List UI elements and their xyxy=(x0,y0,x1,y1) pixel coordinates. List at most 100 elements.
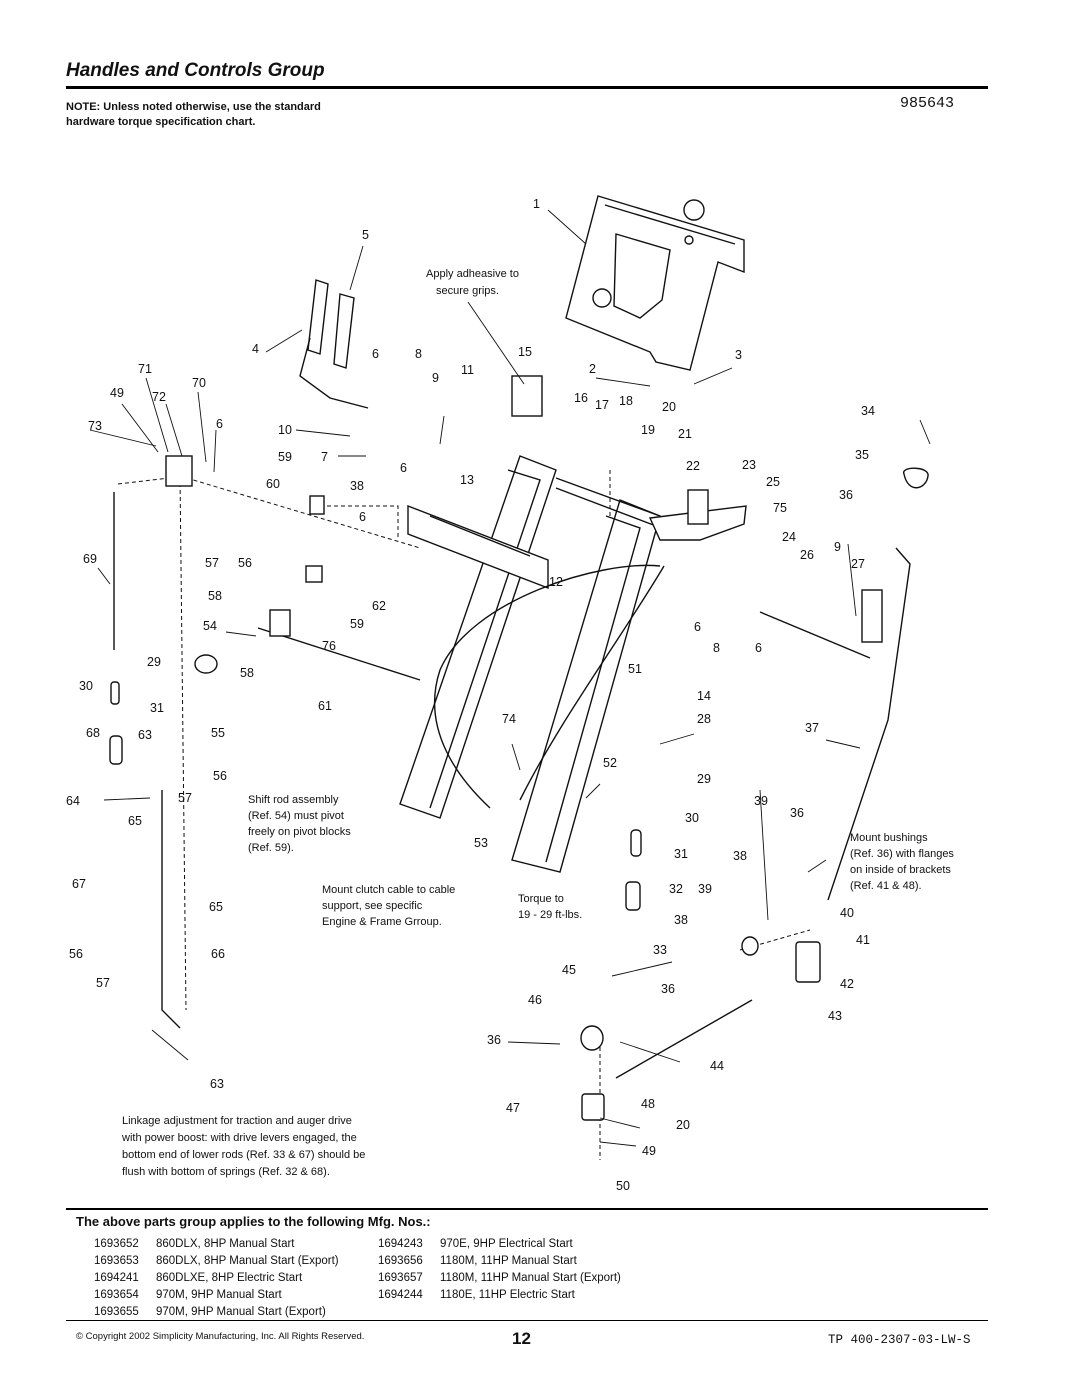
callout-14: 14 xyxy=(697,689,711,703)
spring-30-right xyxy=(630,829,642,857)
callout-23: 23 xyxy=(742,458,756,472)
callout-59-a: 59 xyxy=(278,450,292,464)
callout-24: 24 xyxy=(782,530,796,544)
callout-69: 69 xyxy=(83,552,97,566)
shift-rod-note-4: (Ref. 59). xyxy=(248,842,294,854)
pivot-block-59 xyxy=(305,565,323,583)
callout-6-f: 6 xyxy=(755,641,762,655)
callout-38-a: 38 xyxy=(733,849,747,863)
callout-41: 41 xyxy=(856,933,870,947)
callout-36-d: 36 xyxy=(487,1033,501,1047)
callout-27: 27 xyxy=(851,557,865,571)
bushings-note-4: (Ref. 41 & 48). xyxy=(850,880,922,892)
bushings-note-1: Mount bushings xyxy=(850,832,928,844)
callout-22: 22 xyxy=(686,459,700,473)
callout-9-b: 9 xyxy=(834,540,841,554)
callout-28: 28 xyxy=(697,712,711,726)
callout-61: 61 xyxy=(318,699,332,713)
copyright: © Copyright 2002 Simplicity Manufacturin… xyxy=(76,1331,365,1342)
shift-knob xyxy=(194,654,218,674)
linkage-note-4: flush with bottom of springs (Ref. 32 & … xyxy=(122,1166,330,1178)
bracket-27 xyxy=(861,589,883,643)
adhesive-note-2: secure grips. xyxy=(436,285,499,297)
callout-58-b: 58 xyxy=(240,666,254,680)
callout-13: 13 xyxy=(460,473,474,487)
callout-62: 62 xyxy=(372,599,386,613)
control-panel-part xyxy=(565,195,745,371)
bushings-note-3: on inside of brackets xyxy=(850,864,951,876)
callout-63-a: 63 xyxy=(138,728,152,742)
page-number: 12 xyxy=(512,1329,531,1348)
callout-6-e: 6 xyxy=(694,620,701,634)
clutch-cable-note-1: Mount clutch cable to cable xyxy=(322,884,455,896)
callout-37: 37 xyxy=(805,721,819,735)
callout-38-b: 38 xyxy=(674,913,688,927)
callout-76: 76 xyxy=(322,639,336,653)
exploded-parts-diagram: 1 2 3 4 5 6 7 8 9 10 11 12 13 14 15 16 1… xyxy=(66,195,954,1193)
shift-rod-note-1: Shift rod assembly xyxy=(248,794,339,806)
adhesive-note-1: Apply adheasive to xyxy=(426,268,519,280)
callout-46: 46 xyxy=(528,993,542,1007)
clutch-cable-note-2: support, see specific xyxy=(322,900,423,912)
callout-31-right: 31 xyxy=(674,847,688,861)
callout-59-b: 59 xyxy=(350,617,364,631)
torque-note: NOTE: Unless noted otherwise, use the st… xyxy=(66,101,321,128)
cable-support-15 xyxy=(511,375,543,417)
callout-10: 10 xyxy=(278,423,292,437)
callout-47: 47 xyxy=(506,1101,520,1115)
callout-6-c: 6 xyxy=(400,461,407,475)
callout-56-a: 56 xyxy=(238,556,252,570)
callout-43: 43 xyxy=(828,1009,842,1023)
lower-rod-left xyxy=(161,790,181,1029)
torque-note-2: 19 - 29 ft-lbs. xyxy=(518,909,582,921)
callout-39-a: 39 xyxy=(754,794,768,808)
callout-68: 68 xyxy=(86,726,100,740)
callout-52: 52 xyxy=(603,756,617,770)
bushing-38 xyxy=(741,936,759,956)
callout-20-b: 20 xyxy=(676,1118,690,1132)
callout-56-c: 56 xyxy=(69,947,83,961)
callout-30-left: 30 xyxy=(79,679,93,693)
callout-26: 26 xyxy=(800,548,814,562)
linkage-note-3: bottom end of lower rods (Ref. 33 & 67) … xyxy=(122,1149,365,1161)
spring-30 xyxy=(110,681,120,705)
callout-34: 34 xyxy=(861,404,875,418)
callout-6-d: 6 xyxy=(359,510,366,524)
callout-36-c: 36 xyxy=(661,982,675,996)
callout-50: 50 xyxy=(616,1179,630,1193)
auger-rod-right xyxy=(827,547,911,901)
handle-frame-left xyxy=(399,455,557,819)
shift-rod-note-3: freely on pivot blocks xyxy=(248,826,351,838)
clutch-cable xyxy=(434,564,661,809)
bracket-48 xyxy=(581,1093,605,1121)
callout-45: 45 xyxy=(562,963,576,977)
callout-20: 20 xyxy=(662,400,676,414)
callout-56-b: 56 xyxy=(213,769,227,783)
callout-49-b: 49 xyxy=(642,1144,656,1158)
callout-57-c: 57 xyxy=(96,976,110,990)
spring-68 xyxy=(109,735,123,765)
shift-rod-note-2: (Ref. 54) must pivot xyxy=(248,810,344,822)
callout-67: 67 xyxy=(72,877,86,891)
linkage-note-2: with power boost: with drive levers enga… xyxy=(121,1132,357,1144)
callout-7: 7 xyxy=(321,450,328,464)
callout-64: 64 xyxy=(66,794,80,808)
callout-57-b: 57 xyxy=(178,791,192,805)
callout-38-c: 38 xyxy=(350,479,364,493)
callout-29-right: 29 xyxy=(697,772,711,786)
callout-75: 75 xyxy=(773,501,787,515)
cable-bracket xyxy=(407,504,549,590)
callout-3: 3 xyxy=(735,348,742,362)
linkage-note-1: Linkage adjustment for traction and auge… xyxy=(122,1115,352,1127)
torque-note-1: Torque to xyxy=(518,893,564,905)
callout-8: 8 xyxy=(415,347,422,361)
callout-53: 53 xyxy=(474,836,488,850)
title-rule xyxy=(66,86,988,89)
